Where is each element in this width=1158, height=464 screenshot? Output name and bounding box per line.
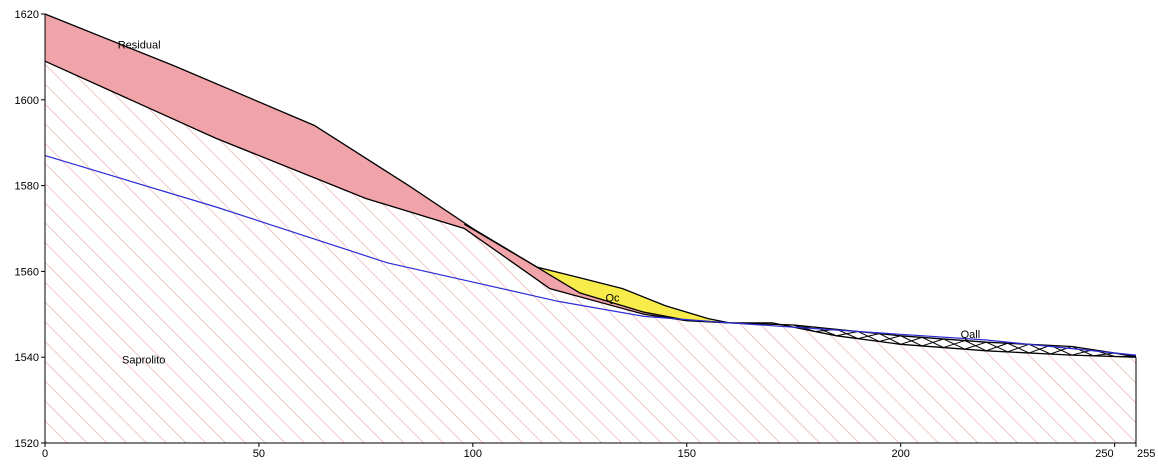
layer-label-qc: Qc — [605, 292, 620, 304]
y-tick-label: 1580 — [15, 181, 39, 193]
x-tick-label: 255 — [1137, 448, 1155, 459]
qall-cross — [858, 334, 879, 339]
layer-label-saprolito: Saprolito — [122, 355, 165, 367]
y-tick-label: 1620 — [15, 9, 39, 21]
layer-label-qall: Qall — [961, 329, 981, 341]
y-tick-label: 1600 — [15, 95, 39, 107]
qall-cross — [879, 336, 900, 342]
layers — [45, 14, 1136, 443]
x-tick-label: 0 — [42, 448, 48, 459]
qall-cross — [922, 339, 943, 346]
qall-cross — [901, 337, 922, 344]
x-tick-label: 250 — [1095, 448, 1113, 459]
y-tick-label: 1540 — [15, 352, 39, 364]
qall-cross — [965, 342, 986, 349]
qall-cross — [837, 331, 858, 335]
qall-cross — [1008, 344, 1029, 352]
qall-cross — [943, 341, 964, 348]
layer-label-residual: Residual — [118, 39, 161, 51]
x-tick-label: 100 — [464, 448, 482, 459]
qall-cross — [986, 343, 1007, 351]
y-tick-label: 1560 — [15, 266, 39, 278]
x-tick-label: 200 — [892, 448, 910, 459]
x-tick-label: 150 — [678, 448, 696, 459]
x-tick-label: 50 — [253, 448, 265, 459]
y-tick-label: 1520 — [15, 438, 39, 450]
